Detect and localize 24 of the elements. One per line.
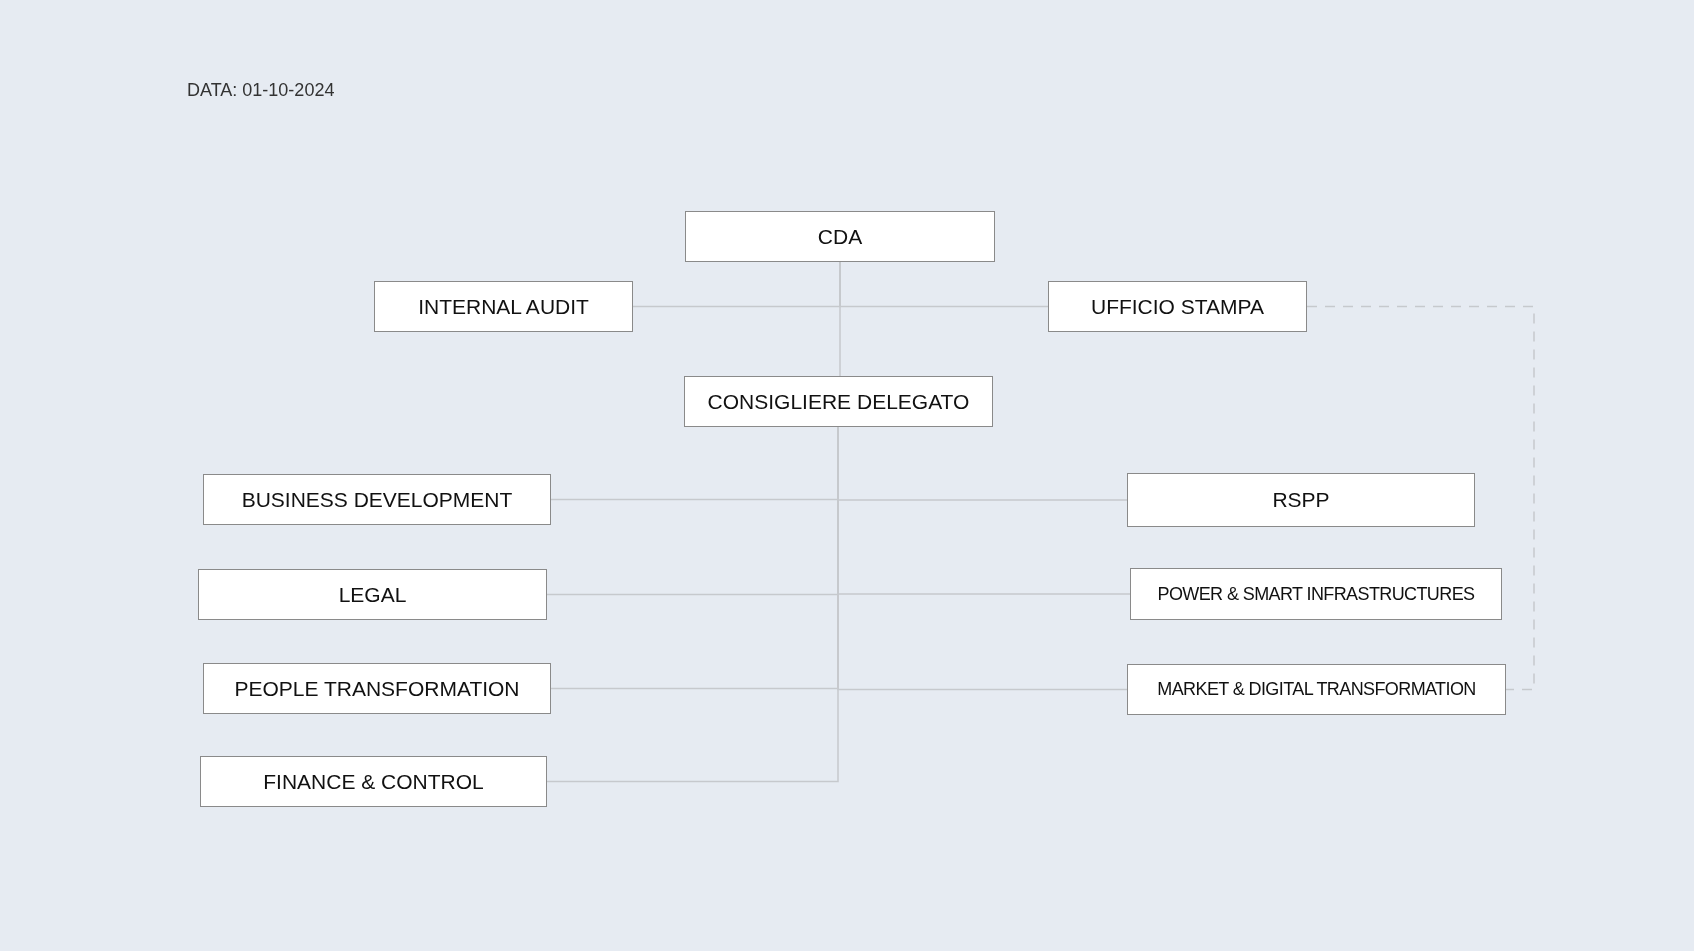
date-label: DATA: 01-10-2024 (187, 80, 335, 101)
org-box (685, 211, 995, 262)
dashed-connector (1306, 305, 1535, 691)
box-label: MARKET & DIGITAL TRANSFORMATION (1157, 679, 1476, 700)
org-box (374, 281, 633, 332)
org-box (200, 756, 547, 807)
org-box (203, 663, 551, 714)
org-box (1048, 281, 1307, 332)
org-box (203, 474, 551, 525)
box-label: RSPP (1272, 488, 1330, 512)
box-label: POWER & SMART INFRASTRUCTURES (1157, 583, 1475, 605)
box-label: BUSINESS DEVELOPMENT (241, 487, 513, 512)
org-box (198, 569, 547, 620)
box-label: PEOPLE TRANSFORMATION (234, 676, 520, 701)
org-box (1127, 664, 1506, 715)
box-label: FINANCE & CONTROL (263, 769, 484, 794)
box-label: INTERNAL AUDIT (418, 294, 589, 319)
box-label: LEGAL (338, 582, 407, 607)
box-label: CONSIGLIERE DELEGATO (707, 389, 970, 414)
org-box (684, 376, 993, 427)
box-label: UFFICIO STAMPA (1090, 294, 1265, 319)
box-label: CDA (817, 224, 863, 249)
org-box (1127, 473, 1475, 527)
org-box (1130, 568, 1502, 620)
